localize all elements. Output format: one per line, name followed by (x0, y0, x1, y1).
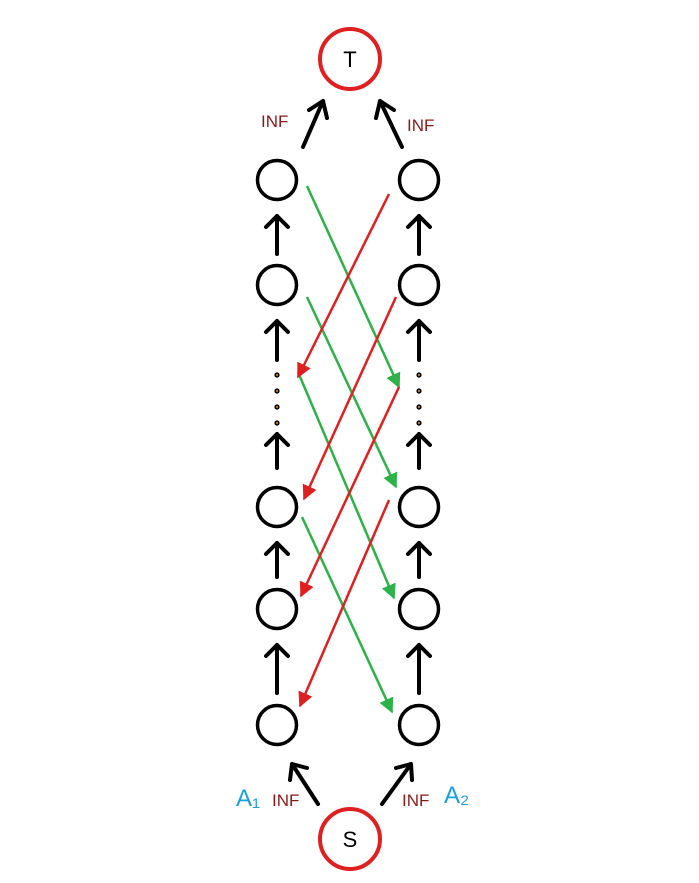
inf-label-right-top: INF (407, 116, 434, 135)
left-chain-arrow (264, 643, 290, 695)
chain-left-label: A₁ (236, 785, 260, 812)
left-chain-arrow (264, 541, 290, 579)
right-chain-arrow (406, 214, 432, 256)
source-to-left-arrow (288, 762, 320, 806)
red-edge (296, 193, 391, 379)
red-edge (299, 386, 401, 598)
right-chain-arrow (406, 432, 432, 470)
left-node (255, 263, 299, 307)
right-node (397, 587, 441, 631)
right-node (397, 485, 441, 529)
left-node (255, 485, 299, 529)
green-edge (305, 185, 401, 389)
ellipsis-right (416, 372, 422, 426)
sink-node: T (318, 27, 382, 91)
left-chain-arrow (264, 319, 290, 362)
right-node (397, 263, 441, 307)
left-node (255, 158, 299, 202)
sink-label: T (343, 47, 356, 72)
left-chain-arrow (264, 214, 290, 256)
source-ring (318, 807, 382, 871)
left-chain (255, 158, 299, 747)
red-edge (302, 296, 398, 501)
left-chain-arrow (264, 432, 290, 470)
right-node (397, 158, 441, 202)
right-to-sink-arrow (374, 99, 404, 149)
right-node (397, 703, 441, 747)
right-chain-arrow (406, 643, 432, 695)
inf-label-right-bottom: INF (402, 791, 429, 810)
source-label: S (343, 827, 358, 852)
ellipsis-left (274, 372, 280, 426)
inf-label-left-bottom: INF (272, 791, 299, 810)
red-cross-edges (296, 193, 401, 708)
right-chain (397, 158, 441, 747)
source-to-right-arrow (380, 762, 414, 806)
green-edge (300, 516, 394, 714)
chain-arrows (264, 99, 432, 806)
right-chain-arrow (406, 541, 432, 579)
left-node (255, 587, 299, 631)
chain-right-label: A₂ (444, 782, 469, 809)
source-node: S (318, 807, 382, 871)
green-cross-edges (296, 185, 401, 714)
right-chain-arrow (406, 319, 432, 362)
red-edge (298, 499, 391, 708)
left-node (255, 703, 299, 747)
left-to-sink-arrow (301, 99, 329, 149)
sink-ring (318, 27, 382, 91)
inf-label-left-top: INF (261, 112, 288, 131)
green-edge (296, 371, 396, 600)
